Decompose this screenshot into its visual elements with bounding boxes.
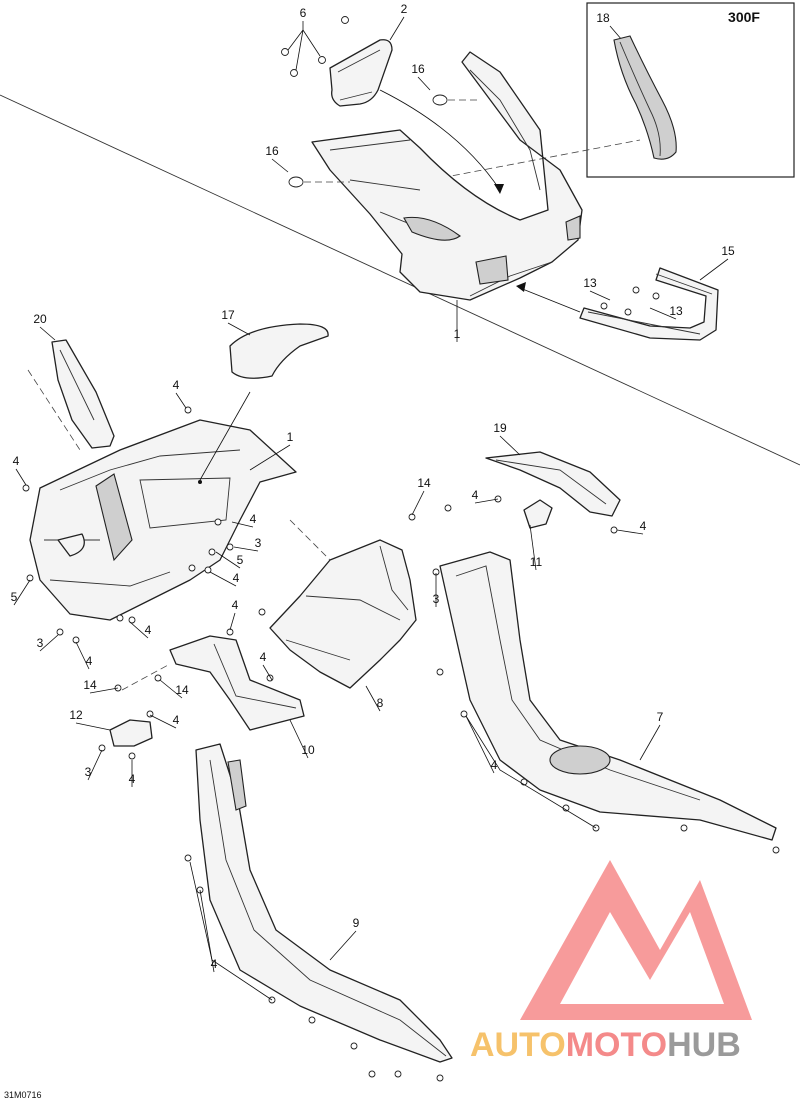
callout-leader	[159, 679, 183, 699]
center-brackets-assembly	[98, 504, 452, 760]
callout-leader	[417, 76, 431, 91]
callout-leader	[639, 724, 661, 761]
callout-label: 6	[300, 6, 307, 20]
callout-leader	[411, 490, 425, 516]
watermark-text-part: HUB	[667, 1026, 741, 1064]
callout-leader	[39, 326, 56, 341]
inset-callout: 18	[596, 11, 610, 25]
callout-label: 4	[173, 713, 180, 727]
callout-leader	[209, 571, 237, 587]
callout-label: 4	[233, 571, 240, 585]
callout-label: 4	[145, 623, 152, 637]
watermark-text-part: MOTO	[566, 1026, 667, 1064]
callout-label: 12	[69, 708, 83, 722]
callout-leader	[233, 546, 259, 552]
callout-leader	[289, 719, 309, 759]
callout-leader	[271, 158, 289, 173]
callout-leader	[589, 290, 611, 301]
callout-leader	[227, 322, 251, 336]
callout-label: 1	[454, 327, 461, 341]
callout-label: 4	[260, 650, 267, 664]
callout-leader	[365, 685, 381, 712]
callout-leader	[229, 612, 236, 631]
callout-label: 4	[250, 512, 257, 526]
callout-label: 16	[411, 62, 425, 76]
callout-leader	[649, 307, 677, 320]
callout-label: 3	[433, 592, 440, 606]
callout-label: 14	[83, 678, 97, 692]
callout-leader	[499, 435, 521, 456]
callout-label: 14	[175, 683, 189, 697]
callout-leader	[149, 714, 177, 729]
callout-leader	[262, 664, 273, 681]
callout-label: 3	[255, 536, 262, 550]
callout-leader	[129, 621, 149, 639]
callout-label: 17	[221, 308, 235, 322]
callout-leader	[616, 529, 644, 535]
right-floor-assembly	[432, 451, 780, 854]
drawing-code: 31M0716	[4, 1090, 42, 1100]
handle-part-15	[579, 267, 719, 341]
callout-label: 8	[377, 696, 384, 710]
callout-label: 5	[237, 553, 244, 567]
callout-label: 2	[401, 2, 408, 16]
callout-label: 4	[232, 598, 239, 612]
callout-label: 4	[640, 519, 647, 533]
callout-leader	[215, 551, 241, 569]
callout-label: 3	[37, 636, 44, 650]
callout-label: 4	[472, 488, 479, 502]
callout-leader	[89, 687, 119, 694]
left-fasteners	[22, 406, 234, 644]
callout-leader	[329, 930, 357, 961]
left-side-panel-assembly	[22, 323, 329, 644]
callout-label: 14	[417, 476, 431, 490]
callout-leader	[15, 468, 27, 486]
inset-title: 300F	[728, 9, 760, 25]
callout-label: 3	[85, 765, 92, 779]
callout-label: 15	[721, 244, 735, 258]
callout-label: 13	[669, 304, 683, 318]
section-divider-line	[0, 94, 800, 466]
watermark-logo: AUTOMOTOHUB	[470, 860, 752, 1064]
callout-label: 16	[265, 144, 279, 158]
fastener-group-6	[281, 16, 349, 77]
callout-label: 9	[353, 916, 360, 930]
callout-leader	[699, 258, 729, 281]
inset-part-18	[613, 35, 677, 160]
callout-label: 13	[583, 276, 597, 290]
callout-leader	[231, 521, 254, 528]
callout-label: 7	[657, 710, 664, 724]
callout-leader	[75, 722, 111, 731]
inset-box: 300F 18	[387, 2, 795, 189]
callout-leader	[13, 579, 31, 606]
callout-label: 1	[287, 430, 294, 444]
callout-leader	[39, 634, 59, 652]
callout-leader	[87, 749, 103, 781]
watermark-text-part: AUTO	[470, 1026, 566, 1064]
callout-label: 20	[33, 312, 47, 326]
callout-leader	[529, 524, 537, 571]
callout-leader	[75, 641, 90, 670]
callout-label: 4	[13, 454, 20, 468]
lower-floor-assembly	[184, 743, 453, 1082]
callout-leader	[249, 444, 291, 471]
callout-leader	[199, 889, 215, 973]
upper-cowl-assembly	[281, 16, 719, 341]
callout-label: 5	[11, 590, 18, 604]
callout-leader	[175, 392, 187, 409]
callout-label: 11	[530, 555, 543, 569]
svg-text:AUTOMOTOHUB: AUTOMOTOHUB	[470, 1026, 741, 1064]
callout-leader	[389, 16, 405, 41]
callout-label: 10	[301, 743, 315, 757]
callout-label: 4	[129, 772, 136, 786]
callout-leader	[465, 715, 495, 774]
callout-label: 19	[493, 421, 507, 435]
callout-label: 4	[211, 957, 218, 971]
callout-label: 4	[86, 654, 93, 668]
callout-label: 4	[491, 758, 498, 772]
callout-label: 4	[173, 378, 180, 392]
callout-leader	[474, 498, 499, 504]
